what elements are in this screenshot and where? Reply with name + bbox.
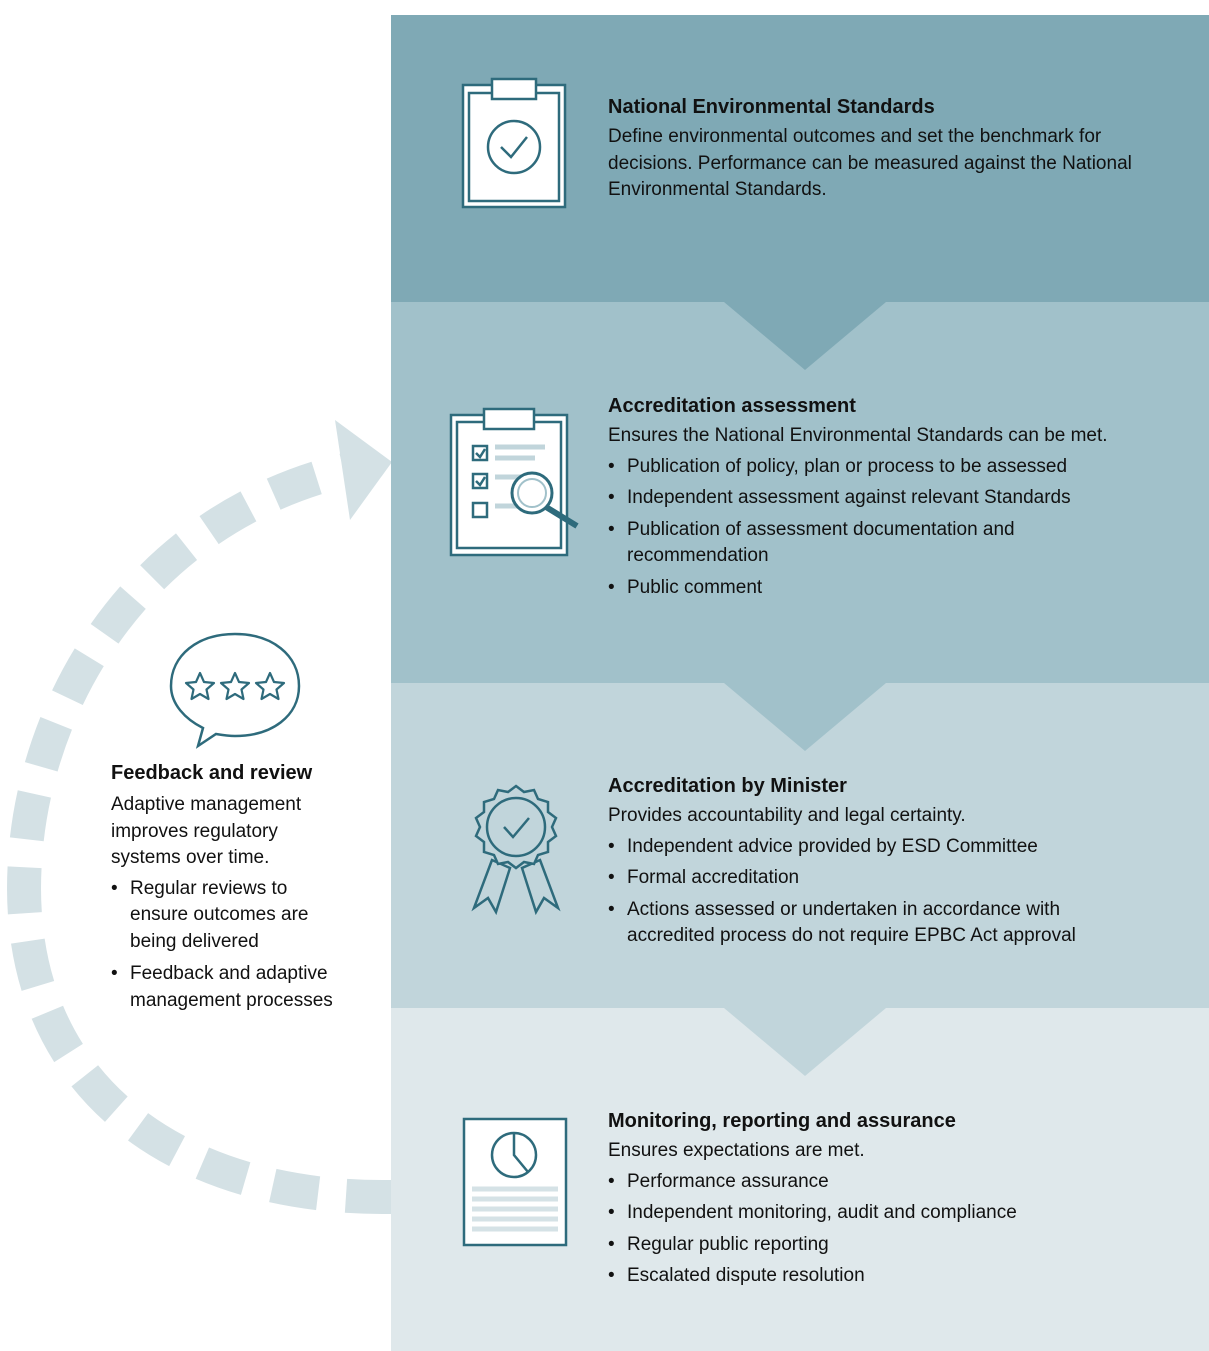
step-4-description: Ensures expectations are met. [608,1140,865,1161]
report-chart-icon [462,1117,568,1247]
feedback-description: Adaptive management improves regulatory … [111,794,302,868]
step-4-bullet: Independent monitoring, audit and compli… [608,1200,1198,1227]
step-3-description: Provides accountability and legal certai… [608,805,966,826]
feedback-text: Feedback and review Adaptive management … [111,760,373,1020]
step-2-title: Accreditation assessment [608,395,856,417]
step-4-text: Monitoring, reporting and assurance Ensu… [608,1108,1198,1295]
step-1-description: Define environmental outcomes and set th… [608,126,1132,200]
step-arrow-1 [724,302,886,370]
feedback-loop-arrow [7,453,393,1215]
clipboard-check-icon [461,77,567,209]
step-3-bullet: Formal accreditation [608,865,1148,892]
step-1-title: National Environmental Standards [608,96,935,118]
feedback-bullet: Regular reviews to ensure outcomes are b… [111,876,340,956]
checklist-magnifier-icon [449,407,579,557]
step-3-title: Accreditation by Minister [608,775,847,797]
step-4-bullet: Performance assurance [608,1169,1198,1196]
step-2-description: Ensures the National Environmental Stand… [608,425,1108,446]
step-4-bullet: Escalated dispute resolution [608,1263,1198,1290]
step-2-bullets: Publication of policy, plan or process t… [608,454,1078,602]
step-3-text: Accreditation by Minister Provides accou… [608,773,1198,955]
step-4-title: Monitoring, reporting and assurance [608,1110,956,1132]
step-2-bullet: Independent assessment against relevant … [608,485,1078,512]
step-2-bullet: Public comment [608,575,1078,602]
step-2-text: Accreditation assessment Ensures the Nat… [608,393,1198,606]
step-arrow-2 [724,683,886,751]
award-ribbon-icon [471,784,561,916]
feedback-title: Feedback and review [111,762,313,784]
feedback-bullets: Regular reviews to ensure outcomes are b… [111,876,373,1015]
step-arrow-3 [724,1008,886,1076]
step-2-bullet: Publication of assessment documentation … [608,517,1078,570]
step-1-text: National Environmental Standards Define … [608,94,1198,204]
step-3-bullet: Actions assessed or undertaken in accord… [608,897,1148,950]
step-3-bullet: Independent advice provided by ESD Commi… [608,834,1148,861]
step-2-bullet: Publication of policy, plan or process t… [608,454,1078,481]
step-3-bullets: Independent advice provided by ESD Commi… [608,834,1148,950]
step-4-bullets: Performance assurance Independent monito… [608,1169,1198,1290]
feedback-loop-arrowhead [335,420,392,520]
step-4-bullet: Regular public reporting [608,1232,1198,1259]
speech-bubble-stars-icon [169,632,301,749]
feedback-bullet: Feedback and adaptive management process… [111,961,370,1014]
